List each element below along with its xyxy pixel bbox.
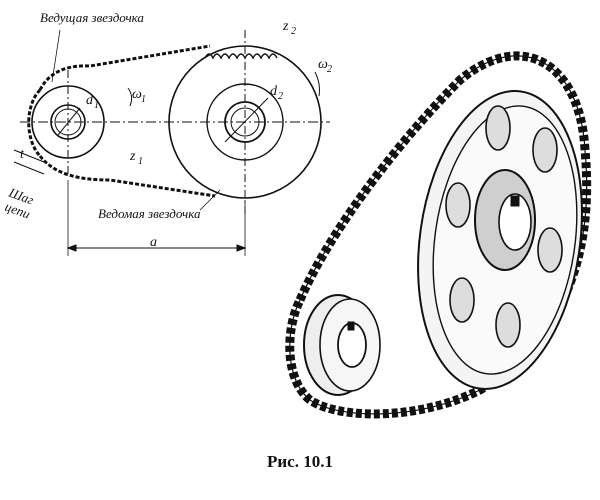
wheel-hole (532, 127, 558, 173)
svg-text:1: 1 (138, 156, 143, 167)
driven-sprocket (168, 45, 322, 199)
center-distance-symbol: a (150, 235, 157, 250)
driving-sprocket (31, 85, 105, 159)
schematic-diagram (13, 29, 330, 256)
svg-text:1: 1 (94, 100, 99, 111)
figure-caption: Рис. 10.1 (267, 452, 333, 471)
wheel-hole (445, 182, 471, 228)
svg-text:2: 2 (327, 64, 332, 75)
svg-text:ω: ω (132, 87, 142, 102)
d2-label: d 2 (270, 84, 283, 102)
chain-upper-run (38, 44, 211, 91)
omega2-label: ω 2 (318, 57, 332, 75)
svg-text:d: d (86, 93, 94, 108)
svg-text:d: d (270, 84, 278, 99)
wheel-hole (449, 277, 475, 323)
svg-text:2: 2 (291, 26, 296, 37)
z1-label: z 1 (129, 149, 143, 167)
omega1-label: ω 1 (132, 87, 146, 105)
svg-text:ω: ω (318, 57, 328, 72)
svg-text:z: z (282, 19, 289, 34)
wheel-hole (537, 227, 563, 273)
small-sprocket-3d (303, 294, 381, 396)
driven-sprocket-label: Ведомая звездочка (98, 206, 201, 221)
chain-wrap-small (27, 88, 42, 158)
wheel-hole (495, 302, 521, 348)
svg-text:z: z (129, 149, 136, 164)
chain-lower-run (38, 155, 216, 198)
driving-sprocket-label: Ведущая звездочка (40, 10, 144, 25)
d1-label: d 1 (86, 93, 99, 111)
chain-drive-illustration (285, 51, 592, 419)
svg-text:2: 2 (278, 91, 283, 102)
wheel-hole (485, 105, 511, 151)
pitch-symbol: t (20, 147, 25, 162)
svg-text:1: 1 (141, 94, 146, 105)
large-sprocket-3d (417, 90, 583, 390)
z2-label: z 2 (282, 19, 296, 37)
